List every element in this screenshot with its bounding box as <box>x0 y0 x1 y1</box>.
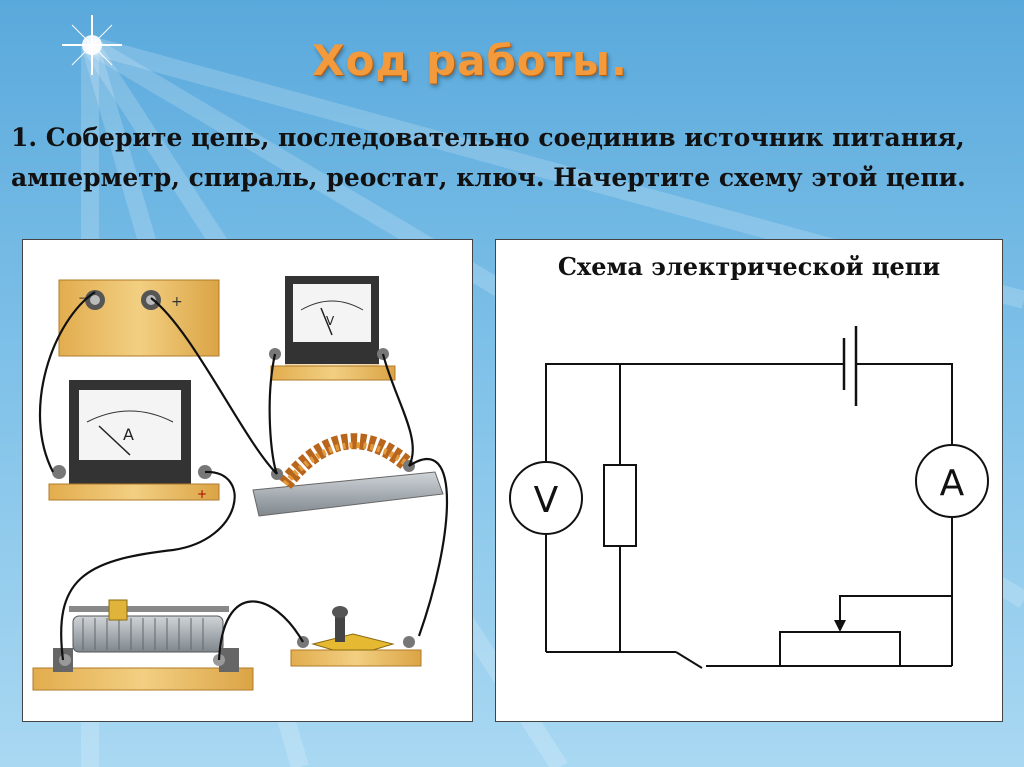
connecting-wires <box>38 291 448 661</box>
ammeter-symbol: A <box>915 444 989 518</box>
voltmeter-label: V <box>534 480 559 521</box>
switch-key <box>290 606 422 667</box>
ammeter-letter: A <box>123 425 134 444</box>
rheostat-symbol <box>779 631 901 667</box>
circuit-schematic: V A <box>509 326 989 669</box>
rheostat-slider-arrow <box>834 620 846 632</box>
resistor-symbol <box>603 464 637 547</box>
wire-right <box>839 518 953 624</box>
heating-spiral <box>252 433 444 517</box>
sparkle-icon <box>62 15 122 75</box>
assembled-circuit-drawing: − + V A + <box>32 276 448 691</box>
ammeter-label: A <box>940 463 965 504</box>
wire-top-left <box>545 363 844 461</box>
rheostat <box>32 599 254 691</box>
switch-blade <box>675 651 703 669</box>
wire-top-right <box>856 363 953 444</box>
power-source: − + <box>58 279 220 357</box>
schematic-title: Схема электрической цепи <box>557 252 941 281</box>
svg-text:+: + <box>171 294 183 310</box>
svg-text:−: − <box>78 291 88 305</box>
voltmeter-letter: V <box>326 314 335 328</box>
assembly-illustration-panel: − + V A + <box>22 239 473 722</box>
task-instruction: 1. Соберите цепь, последовательно соедин… <box>11 123 966 192</box>
slide-title: Ход работы. <box>312 36 628 85</box>
ammeter: A + <box>48 380 220 501</box>
voltmeter: V <box>269 276 396 381</box>
voltmeter-symbol: V <box>509 461 583 535</box>
svg-text:+: + <box>197 487 207 501</box>
schematic-panel: Схема электрической цепи <box>495 239 1003 722</box>
